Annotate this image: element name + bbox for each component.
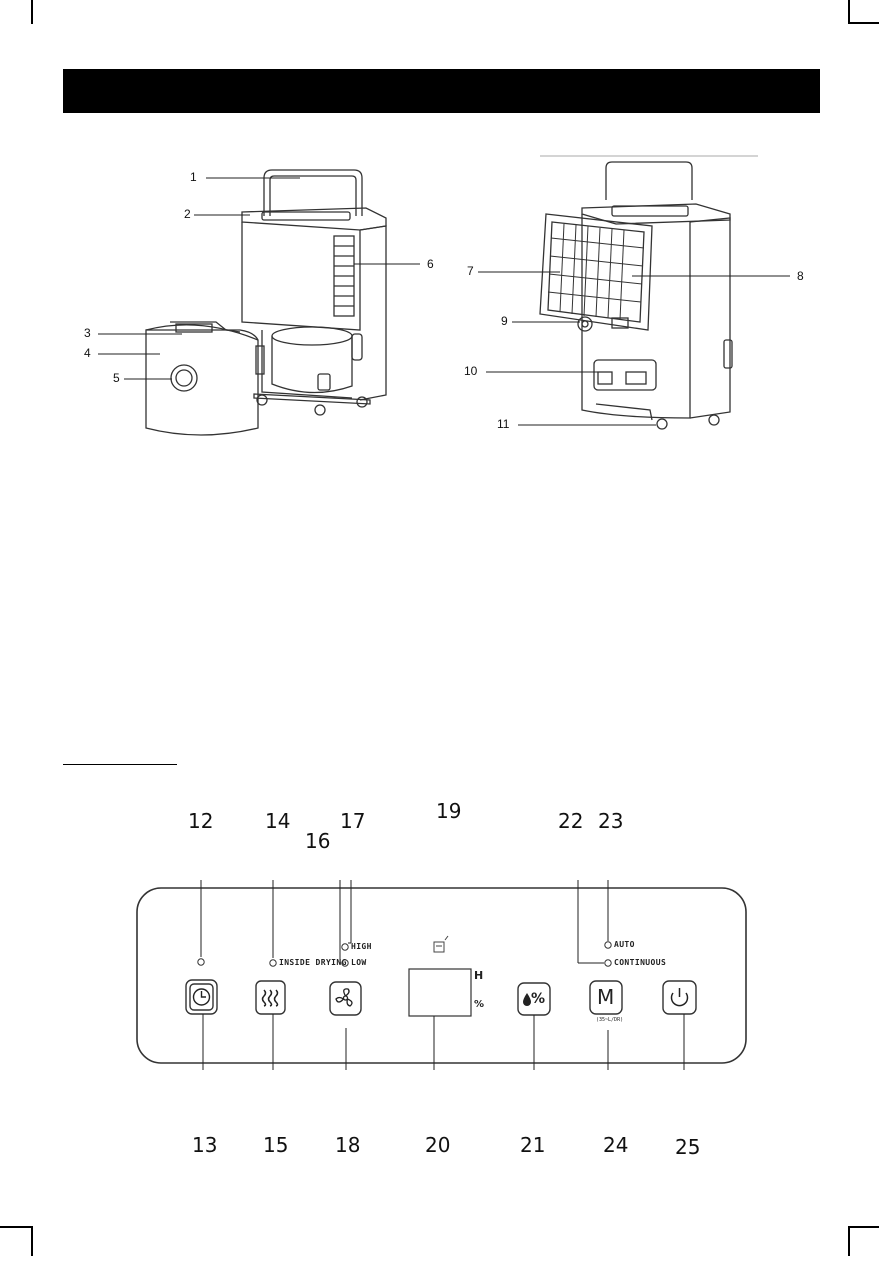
crop-mark-bl-h [0,1226,33,1228]
back-view-figure [460,150,820,450]
callout-9: 9 [501,314,508,328]
callout-15: 15 [263,1133,288,1157]
callout-3: 3 [84,326,91,340]
section-header-bar [63,69,820,113]
callout-20: 20 [425,1133,450,1157]
crop-mark-br-h [848,1226,879,1228]
callout-1: 1 [190,170,197,184]
callout-4: 4 [84,346,91,360]
fan-high-label: HIGH [351,942,372,951]
display-hours-unit: H [474,969,483,982]
display-percent-unit: % [474,999,484,1010]
callout-24: 24 [603,1133,628,1157]
auto-mode-label: AUTO [614,940,635,949]
callout-6: 6 [427,257,434,271]
continuous-mode-label: CONTINUOUS [614,958,666,967]
callout-2: 2 [184,207,191,221]
crop-mark-tr-v [848,0,850,24]
callout-8: 8 [797,269,804,283]
callout-16: 16 [305,829,330,853]
section-heading-rule [63,764,177,765]
callout-18: 18 [335,1133,360,1157]
crop-mark-br-v [848,1226,850,1256]
callout-14: 14 [265,809,290,833]
callout-25: 25 [675,1135,700,1159]
callout-11: 11 [497,417,509,431]
callout-21: 21 [520,1133,545,1157]
fan-low-label: LOW [351,958,367,967]
front-view-figure [60,160,440,450]
callout-23: 23 [598,809,623,833]
crop-mark-tr-h [848,22,879,24]
callout-12: 12 [188,809,213,833]
mode-m-icon: M [597,985,614,1009]
callout-7: 7 [467,264,474,278]
callout-17: 17 [340,809,365,833]
crop-mark-bl-v [31,1226,33,1256]
inside-drying-label: INSIDE DRYING [279,958,347,967]
callout-22: 22 [558,809,583,833]
crop-mark-tl-v [31,0,33,24]
control-panel-figure [130,880,755,1070]
callout-19: 19 [436,799,461,823]
callout-13: 13 [192,1133,217,1157]
callout-5: 5 [113,371,120,385]
droplet-percent-icon: % [531,991,545,1007]
mode-sub-label: (35~L/DR) [596,1017,623,1023]
callout-10: 10 [464,364,477,378]
